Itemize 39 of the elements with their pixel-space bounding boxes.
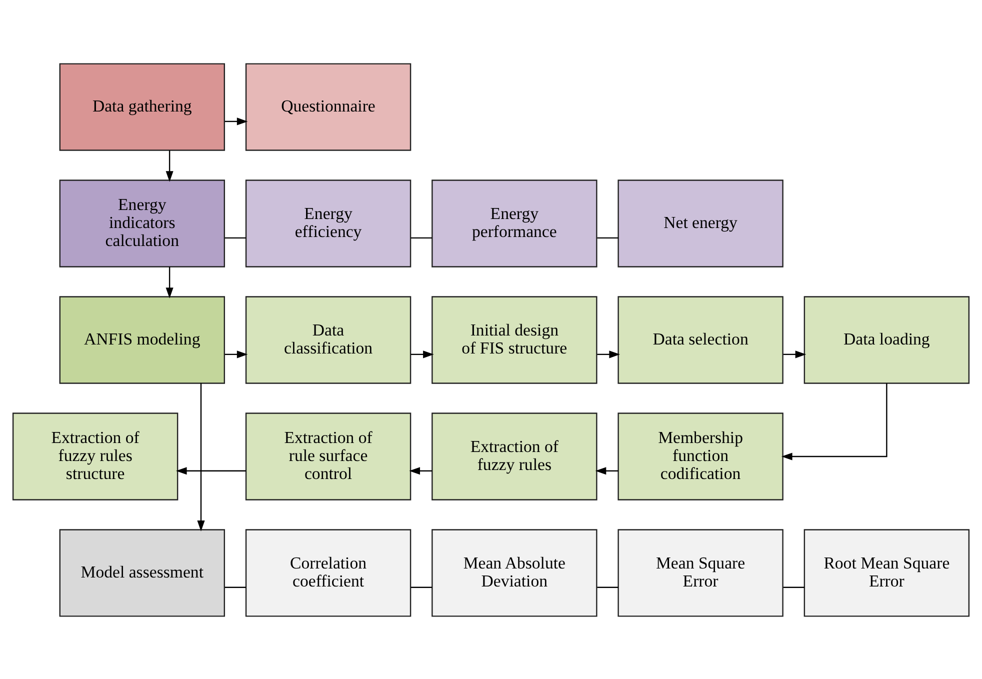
node-box: Energy efficiency <box>245 179 412 267</box>
arrow <box>176 466 246 474</box>
connector <box>411 236 432 238</box>
connector <box>224 236 246 238</box>
node-box: Extraction of fuzzy rules <box>432 412 598 500</box>
connector <box>411 586 432 588</box>
node-box: ANFIS modeling <box>59 296 225 384</box>
arrow <box>166 266 174 298</box>
arrow <box>197 382 205 531</box>
node-box: Energy indicators calculation <box>59 179 225 267</box>
node-box: Data selection <box>618 296 784 384</box>
node-box: Data classification <box>245 296 412 384</box>
arrow <box>411 350 434 358</box>
node-box: Data gathering <box>59 62 225 150</box>
node-box: Initial design of FIS structure <box>432 296 598 384</box>
node-box: Net energy <box>618 179 784 267</box>
arrow <box>409 466 432 474</box>
node-box: Membership function codification <box>618 412 784 500</box>
connector <box>597 586 618 588</box>
node-box: Mean Square Error <box>618 528 784 616</box>
node-box: Extraction of rule surface control <box>245 412 412 500</box>
arrow <box>783 350 806 358</box>
node-box: Correlation coefficient <box>245 528 412 616</box>
node-box: Mean Absolute Deviation <box>432 528 598 616</box>
node-box: Root Mean Square Error <box>804 528 970 616</box>
arrow <box>597 350 620 358</box>
arrow <box>224 117 248 125</box>
node-box: Questionnaire <box>245 62 412 150</box>
node-box: Extraction of fuzzy rules structure <box>12 412 178 500</box>
connector <box>783 586 804 588</box>
arrow <box>595 466 618 474</box>
connector <box>597 236 618 238</box>
arrow <box>781 382 888 460</box>
node-box: Energy performance <box>432 179 598 267</box>
arrow <box>224 350 248 358</box>
node-box: Data loading <box>804 296 970 384</box>
connector <box>224 586 246 588</box>
arrow <box>166 150 174 182</box>
node-box: Model assessment <box>59 528 225 616</box>
